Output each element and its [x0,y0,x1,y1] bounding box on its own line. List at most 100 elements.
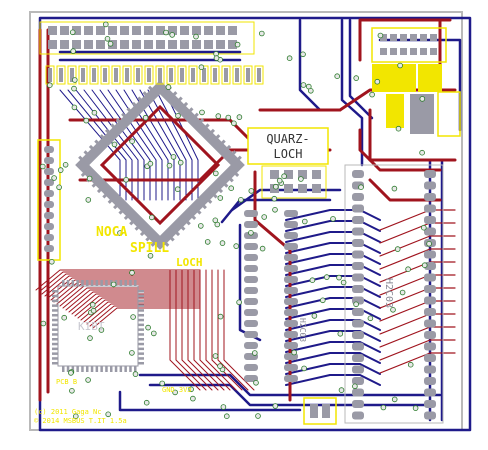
via [412,405,419,411]
right-header-pad [352,273,364,282]
mid-logo-text-3: LOCH [176,256,203,269]
top-header-pad [168,40,177,49]
lower-qfp-lead [52,290,58,293]
via [130,314,136,320]
top-header-pad [96,40,105,49]
via [238,197,244,203]
via [190,395,196,402]
lower-trace [223,269,255,391]
right-header-pad [352,331,364,339]
via [142,114,149,121]
lower-qfp-lead [138,352,144,355]
via [258,30,265,37]
fan-trace [131,89,175,201]
via [255,413,261,419]
lower-qfp-lead [52,304,58,307]
via [220,404,227,410]
thin-top-trace [44,275,201,297]
right-header-pad [352,227,364,236]
lower-qfp-lead [110,366,113,372]
via [71,104,78,111]
lower-qfp-lead [52,333,58,336]
via [307,88,314,94]
qfp-lead [183,217,191,226]
fan-trace [83,89,139,201]
top-header-pad [96,26,105,35]
mid-column-pad [244,243,258,250]
qfp-lead [204,196,213,204]
lower-qfp-lead [119,280,123,286]
fan-trace [91,89,145,201]
qfp-inner-trace [99,104,221,226]
lower-qfp-lead [95,280,99,286]
qfp-lead [177,222,186,231]
via [175,113,181,119]
lower-qfp-lead [52,314,58,317]
qfp-lead [207,128,216,137]
via [129,138,135,145]
qfp-lead [196,118,205,126]
lower-trace [169,269,201,391]
lower-qfp-lead [52,338,58,341]
qfp-lead [126,107,135,116]
bottom-trace [340,18,364,167]
qfp-lead [234,155,242,164]
qfp-lead [223,144,232,153]
top-trace [368,178,442,202]
smd-pad [246,68,250,82]
lower-qfp-lead [134,366,137,372]
via [70,48,76,54]
smd-outline [221,65,231,85]
lower-trace [175,269,207,391]
via [420,224,427,231]
smd-outline [177,65,187,85]
mid-column-pad [244,320,258,327]
copyright-line2: © 2014 MSBUS T.IT 1.5a [34,417,127,425]
right-header-pad [352,377,364,385]
qfp-lead [80,169,89,178]
qfp-lead [199,201,207,210]
mid-column-pad [284,265,298,272]
qfp-lead [193,206,202,215]
power-block-pad [420,48,427,55]
qfp-lead [215,185,224,194]
lower-trace [199,269,231,391]
smd-pad [114,68,118,82]
top-header-pad [48,40,57,49]
via [169,32,176,38]
via [224,413,230,420]
right-header-pad [352,342,364,351]
via [253,379,259,386]
via [301,365,307,372]
mid-column-pad [244,331,258,338]
bottom-trace [298,18,322,112]
lower-qfp-lead [71,366,75,372]
via [145,324,151,331]
via [421,262,428,269]
via [405,266,411,273]
right-header-pad [424,400,436,408]
lower-qfp-lead [95,366,99,372]
right-header-pad [352,285,364,293]
qfp-lead [131,101,140,110]
lower-qfp-lead [81,366,84,372]
crystal-pad [284,170,293,179]
lower-qfp-lead [114,366,118,372]
smd-outline [166,65,176,85]
right-header-pad [352,262,364,270]
lower-qfp-lead [138,309,144,312]
thin-top-trace [62,287,201,309]
smd-pad [202,68,206,82]
smd-outline [133,65,143,85]
lower-qfp-lead [52,318,58,322]
top-header-pad [156,40,165,49]
lower-qfp-lead [62,280,65,286]
fan-trace [99,89,151,201]
lower-qfp-lead [138,328,144,331]
qfp-lead [142,91,151,99]
lower-qfp-lead [76,366,79,372]
right-header-pad [352,216,364,224]
mid-column-pad [284,364,298,371]
lower-qfp-lead [76,280,79,286]
via [225,114,232,121]
